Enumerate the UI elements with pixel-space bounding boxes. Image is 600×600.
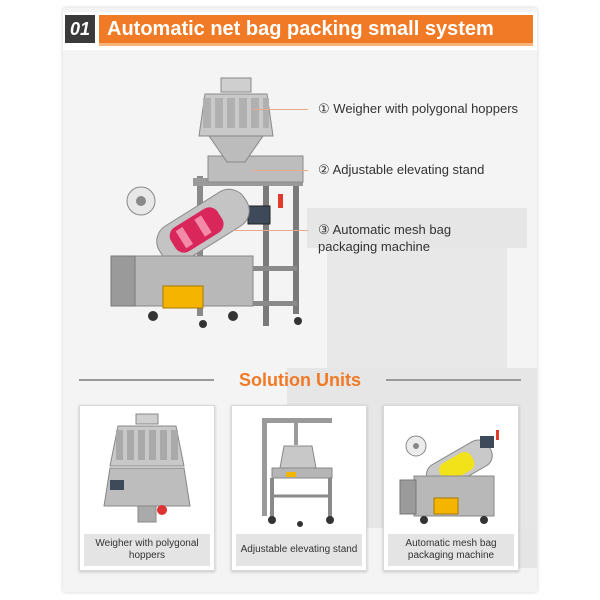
callout-text: Automatic mesh bag packaging machine [318, 222, 452, 254]
callout-stand: ② Adjustable elevating stand [318, 161, 533, 178]
unit-label: Automatic mesh bag packaging machine [388, 534, 514, 566]
callout-line-1 [253, 109, 308, 110]
callout-text: Weigher with polygonal hoppers [333, 101, 519, 116]
unit-card-packaging-machine[interactable]: Automatic mesh bag packaging machine [383, 405, 519, 571]
divider-right [386, 379, 521, 381]
callout-marker: ③ [318, 222, 330, 237]
callout-marker: ① [318, 101, 330, 116]
page-title: Automatic net bag packing small system [107, 18, 494, 40]
multihead-weigher-icon [103, 413, 191, 523]
callout-packaging-machine: ③ Automatic mesh bag packaging machine [318, 221, 468, 255]
elevating-stand-icon [262, 418, 334, 527]
packing-system-illustration [110, 77, 304, 328]
unit-card-weigher[interactable]: Weigher with polygonal hoppers [79, 405, 215, 571]
callout-weigher: ① Weigher with polygonal hoppers [318, 100, 533, 117]
callout-line-3 [233, 230, 308, 231]
divider-left [79, 379, 214, 381]
callout-marker: ② [318, 162, 330, 177]
unit-label: Weigher with polygonal hoppers [84, 534, 210, 566]
section-number: 01 [65, 15, 95, 43]
unit-label: Adjustable elevating stand [236, 534, 362, 566]
callout-line-2 [253, 170, 308, 171]
section-header: 01 Automatic net bag packing small syste… [63, 12, 537, 50]
bagging-machine-icon [399, 430, 499, 524]
solution-units-title: Solution Units [239, 370, 361, 390]
callout-text: Adjustable elevating stand [332, 162, 485, 177]
unit-card-stand[interactable]: Adjustable elevating stand [231, 405, 367, 571]
product-panel: 01 Automatic net bag packing small syste… [63, 8, 537, 592]
title-bar: Automatic net bag packing small system [99, 15, 533, 46]
